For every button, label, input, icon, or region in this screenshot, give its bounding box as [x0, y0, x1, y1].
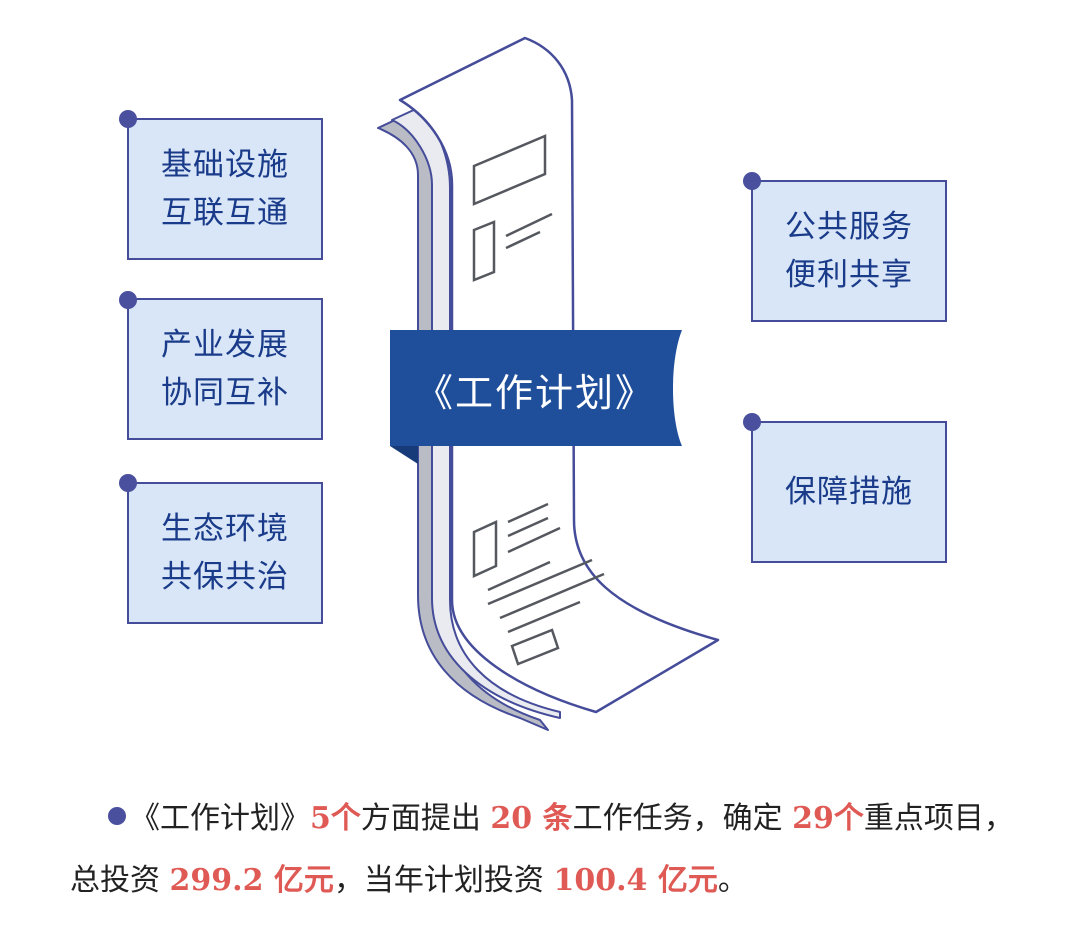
highlight-number: 100.4 亿元	[553, 863, 718, 898]
card-public-services: 公共服务 便利共享	[751, 180, 947, 322]
summary-text: 工作任务，确定	[572, 801, 793, 836]
card-marker-dot	[743, 172, 761, 190]
banner-title: 《工作计划》	[414, 370, 655, 415]
card-safeguards: 保障措施	[751, 421, 947, 563]
highlight-number: 5个	[310, 801, 361, 836]
card-ecology: 生态环境 共保共治	[127, 482, 323, 624]
summary-text: 方面提出	[360, 801, 491, 836]
card-line-1: 生态环境	[161, 511, 289, 547]
summary-paragraph: 《工作计划》5个方面提出 20 条工作任务，确定 29个重点项目，总投资 299…	[70, 788, 1020, 912]
card-line-2: 便利共享	[785, 257, 913, 293]
banner-ribbon	[390, 330, 682, 446]
highlight-number: 20 条	[490, 801, 573, 836]
card-line-2: 共保共治	[161, 559, 289, 595]
bullet-dot	[108, 807, 126, 825]
banner-fold	[390, 446, 418, 464]
card-line-1: 基础设施	[161, 147, 289, 183]
document-upper-content	[472, 134, 553, 282]
summary-text: 。	[717, 863, 748, 898]
card-line-2: 互联互通	[161, 195, 289, 231]
card-line-1: 产业发展	[161, 327, 289, 363]
summary-text: ，当年计划投资	[333, 863, 554, 898]
document-lower-content	[472, 502, 605, 666]
card-marker-dot	[743, 413, 761, 431]
summary-text: 重点项目，总投资	[70, 801, 1014, 898]
document-middle-layer	[391, 107, 561, 719]
document-illustration	[377, 36, 720, 731]
card-marker-dot	[119, 110, 137, 128]
highlight-number: 299.2 亿元	[169, 863, 334, 898]
card-line-1: 保障措施	[785, 474, 913, 510]
card-infrastructure: 基础设施 互联互通	[127, 118, 323, 260]
card-line-2: 协同互补	[161, 375, 289, 411]
card-line-1: 公共服务	[785, 209, 913, 245]
card-marker-dot	[119, 474, 137, 492]
summary-text: 《工作计划》	[130, 801, 310, 836]
highlight-number: 29个	[792, 801, 864, 836]
card-industry: 产业发展 协同互补	[127, 298, 323, 440]
card-marker-dot	[119, 291, 137, 309]
